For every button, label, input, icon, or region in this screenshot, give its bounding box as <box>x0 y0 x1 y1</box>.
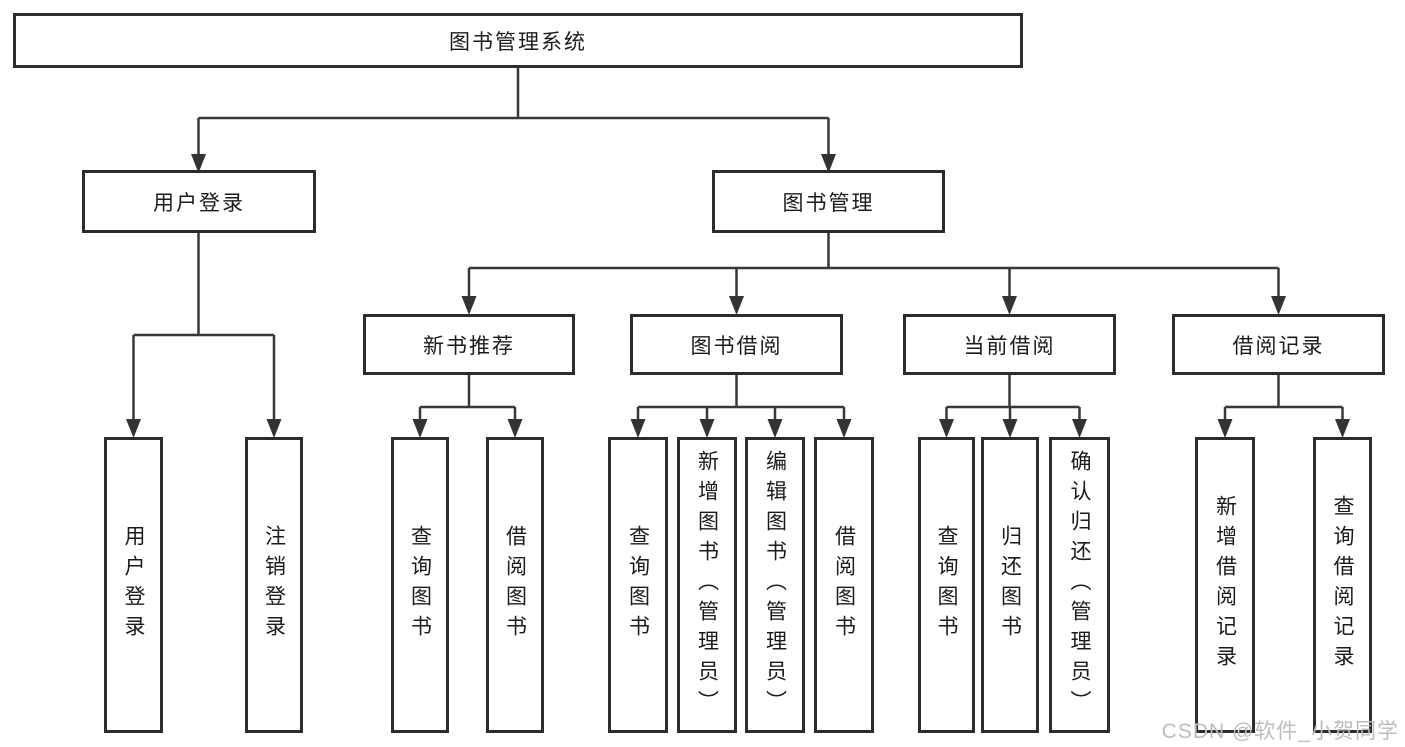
leaf-label: 新增图书（管理员） <box>695 450 719 720</box>
node-book-borrowing: 图书借阅 <box>630 314 843 375</box>
leaf-user-login: 用户登录 <box>104 437 163 733</box>
leaf-label: 新增借阅记录 <box>1213 495 1237 675</box>
leaf-label: 查询借阅记录 <box>1331 495 1354 675</box>
leaf-label: 借阅图书 <box>503 525 527 645</box>
leaf-label: 注销登录 <box>262 525 286 645</box>
watermark: CSDN @软件_小贺同学 <box>1161 720 1399 743</box>
leaf-label: 编辑图书（管理员） <box>763 450 787 720</box>
leaf-query-books-current: 查询图书 <box>918 437 975 733</box>
leaf-borrow-books-recommend: 借阅图书 <box>486 437 544 733</box>
leaf-confirm-return-admin: 确认归还（管理员） <box>1049 437 1110 733</box>
leaf-return-books: 归还图书 <box>981 437 1039 733</box>
node-label: 图书管理系统 <box>449 30 587 54</box>
node-label: 当前借阅 <box>963 334 1056 358</box>
leaf-label: 查询图书 <box>935 525 958 645</box>
leaf-query-books-borrowing: 查询图书 <box>608 437 668 733</box>
leaf-label: 查询图书 <box>626 525 650 645</box>
node-label: 新书推荐 <box>423 334 515 358</box>
leaf-add-borrow-record: 新增借阅记录 <box>1195 437 1255 733</box>
leaf-label: 归还图书 <box>998 525 1022 645</box>
leaf-query-borrow-record: 查询借阅记录 <box>1313 437 1372 733</box>
node-new-book-recommend: 新书推荐 <box>363 314 575 375</box>
leaf-add-book-admin: 新增图书（管理员） <box>677 437 737 733</box>
leaf-label: 查询图书 <box>408 525 432 645</box>
node-label: 图书借阅 <box>690 334 783 358</box>
leaf-edit-book-admin: 编辑图书（管理员） <box>745 437 805 733</box>
node-label: 图书管理 <box>782 191 875 215</box>
node-root-library-management-system: 图书管理系统 <box>13 13 1023 68</box>
node-label: 借阅记录 <box>1232 334 1325 358</box>
leaf-query-books-recommend: 查询图书 <box>391 437 449 733</box>
leaf-borrow-books: 借阅图书 <box>814 437 874 733</box>
node-book-management: 图书管理 <box>712 170 945 233</box>
node-user-login: 用户登录 <box>82 170 316 233</box>
leaf-label: 确认归还（管理员） <box>1068 450 1091 720</box>
arrowhead-icons <box>126 154 1350 438</box>
leaf-label: 用户登录 <box>122 525 145 645</box>
leaf-label: 借阅图书 <box>832 525 856 645</box>
node-borrow-records: 借阅记录 <box>1172 314 1385 375</box>
node-label: 用户登录 <box>153 191 245 215</box>
leaf-logout: 注销登录 <box>245 437 303 733</box>
node-current-borrowing: 当前借阅 <box>903 314 1116 375</box>
